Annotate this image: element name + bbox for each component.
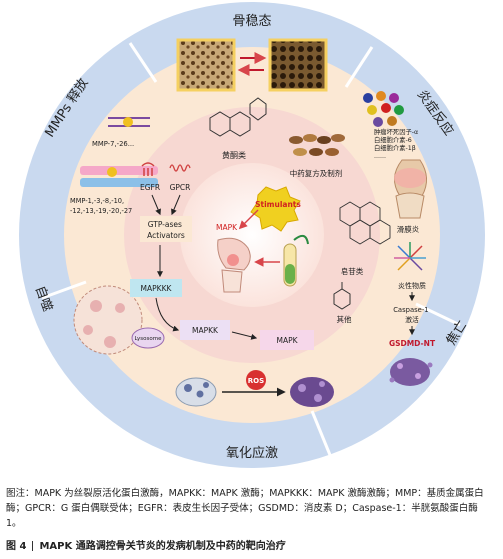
mmp-list-text: MMP-1,-3,-8,-10, -12,-13,-19,-20,-27 bbox=[70, 197, 132, 215]
cytokine-line: 肿瘤坏死因子-α bbox=[374, 127, 418, 136]
egfr-to-gtpase-arrow bbox=[151, 194, 161, 216]
flavonoids-label: 黄酮类 bbox=[222, 150, 246, 160]
cytokine-lines: 肿瘤坏死因子-α白细胞介素-6白细胞介素-1β...... bbox=[374, 127, 418, 160]
saponins-label: 皂苷类 bbox=[341, 266, 364, 276]
saponin-structure-icon bbox=[339, 201, 391, 245]
inflammasome-label: 炎性物质 bbox=[398, 281, 426, 290]
pyroptotic-cell-icon bbox=[389, 358, 433, 386]
mmp-protein-icon-1 bbox=[108, 117, 150, 127]
mapkk-label: MAPKK bbox=[192, 326, 219, 335]
cytokine-line: ...... bbox=[374, 153, 386, 160]
figure-note: 图注：MAPK 为丝裂原活化蛋白激酶，MAPKK：MAPK 激酶；MAPKKK：… bbox=[6, 488, 484, 529]
mmp-protein-icon-2 bbox=[80, 166, 158, 187]
synovitis-label: 滑膜炎 bbox=[397, 224, 420, 234]
egfr-label: EGFR bbox=[140, 183, 160, 192]
inflammasome-icon bbox=[394, 242, 426, 271]
ros-label: ROS bbox=[248, 377, 264, 385]
cytokine-balls bbox=[363, 91, 404, 127]
oxidative-stress-cells bbox=[175, 377, 334, 407]
mapkkk-box bbox=[130, 279, 182, 297]
figure-label: 图 4 bbox=[6, 541, 27, 552]
mapk-label: MAPK bbox=[276, 336, 298, 345]
test-tube-icon bbox=[283, 234, 309, 287]
mapkk-box bbox=[180, 320, 230, 340]
lysosome-label: Lysosome bbox=[134, 336, 162, 342]
mapk-box bbox=[260, 330, 314, 350]
mapkkk-to-mapkk-arrow bbox=[155, 297, 180, 332]
cytokine-line: 白细胞介素-1β bbox=[374, 143, 416, 152]
label-bone-homeostasis: 骨稳态 bbox=[232, 13, 271, 29]
figure-title: MAPK 通路调控骨关节炎的发病机制及中药的靶向治疗 bbox=[39, 541, 286, 552]
gsdmd-label: GSDMD-NT bbox=[389, 339, 436, 348]
herbal-compound-icon bbox=[289, 134, 345, 156]
mapkk-to-mapk-arrow bbox=[231, 331, 258, 340]
flavonoid-structure-icon bbox=[209, 97, 267, 137]
gpcr-receptor-icon bbox=[169, 164, 191, 172]
stimulants-label: Stimulants bbox=[255, 200, 301, 209]
ring-dividers bbox=[41, 42, 461, 456]
mmp7-label: MMP-7,-26... bbox=[92, 140, 134, 148]
label-oxidative-stress: 氧化应激 bbox=[226, 445, 278, 461]
egfr-receptor-icon bbox=[141, 162, 155, 176]
others-label: 其他 bbox=[337, 314, 352, 324]
mapkkk-label: MAPKKK bbox=[141, 284, 173, 293]
other-structure-icon bbox=[333, 282, 351, 310]
gpcr-label: GPCR bbox=[170, 183, 191, 192]
gtpase-text: GTP-ases Activators bbox=[147, 220, 185, 240]
synovitis-joint-icon bbox=[394, 159, 427, 219]
caspase-text: Caspase-1 激活 bbox=[393, 306, 431, 324]
gpcr-to-gtpase-arrow bbox=[171, 194, 181, 216]
stimulants-badge bbox=[250, 186, 301, 232]
center-mapk-label: MAPK bbox=[216, 223, 238, 232]
cytokine-line: 白细胞介素-6 bbox=[374, 135, 412, 144]
caption-separator bbox=[32, 541, 34, 551]
mapk-oa-diagram: 骨稳态 炎症反应 焦亡 氧化应激 自噬 MMPs 释放 肿瘤坏死因子-α白细胞介… bbox=[19, 2, 485, 468]
stimulants-arrow bbox=[238, 209, 259, 230]
compound-preparations-label: 中药复方及制剂 bbox=[290, 168, 343, 178]
gtpase-box bbox=[140, 216, 192, 242]
bone-homeostasis-images bbox=[176, 38, 328, 92]
knee-joint-icon bbox=[217, 237, 251, 293]
autophagy-cell bbox=[73, 285, 165, 355]
figure-caption: 图 4 MAPK 通路调控骨关节炎的发病机制及中药的靶向治疗 bbox=[6, 537, 496, 552]
ros-badge bbox=[246, 370, 266, 390]
